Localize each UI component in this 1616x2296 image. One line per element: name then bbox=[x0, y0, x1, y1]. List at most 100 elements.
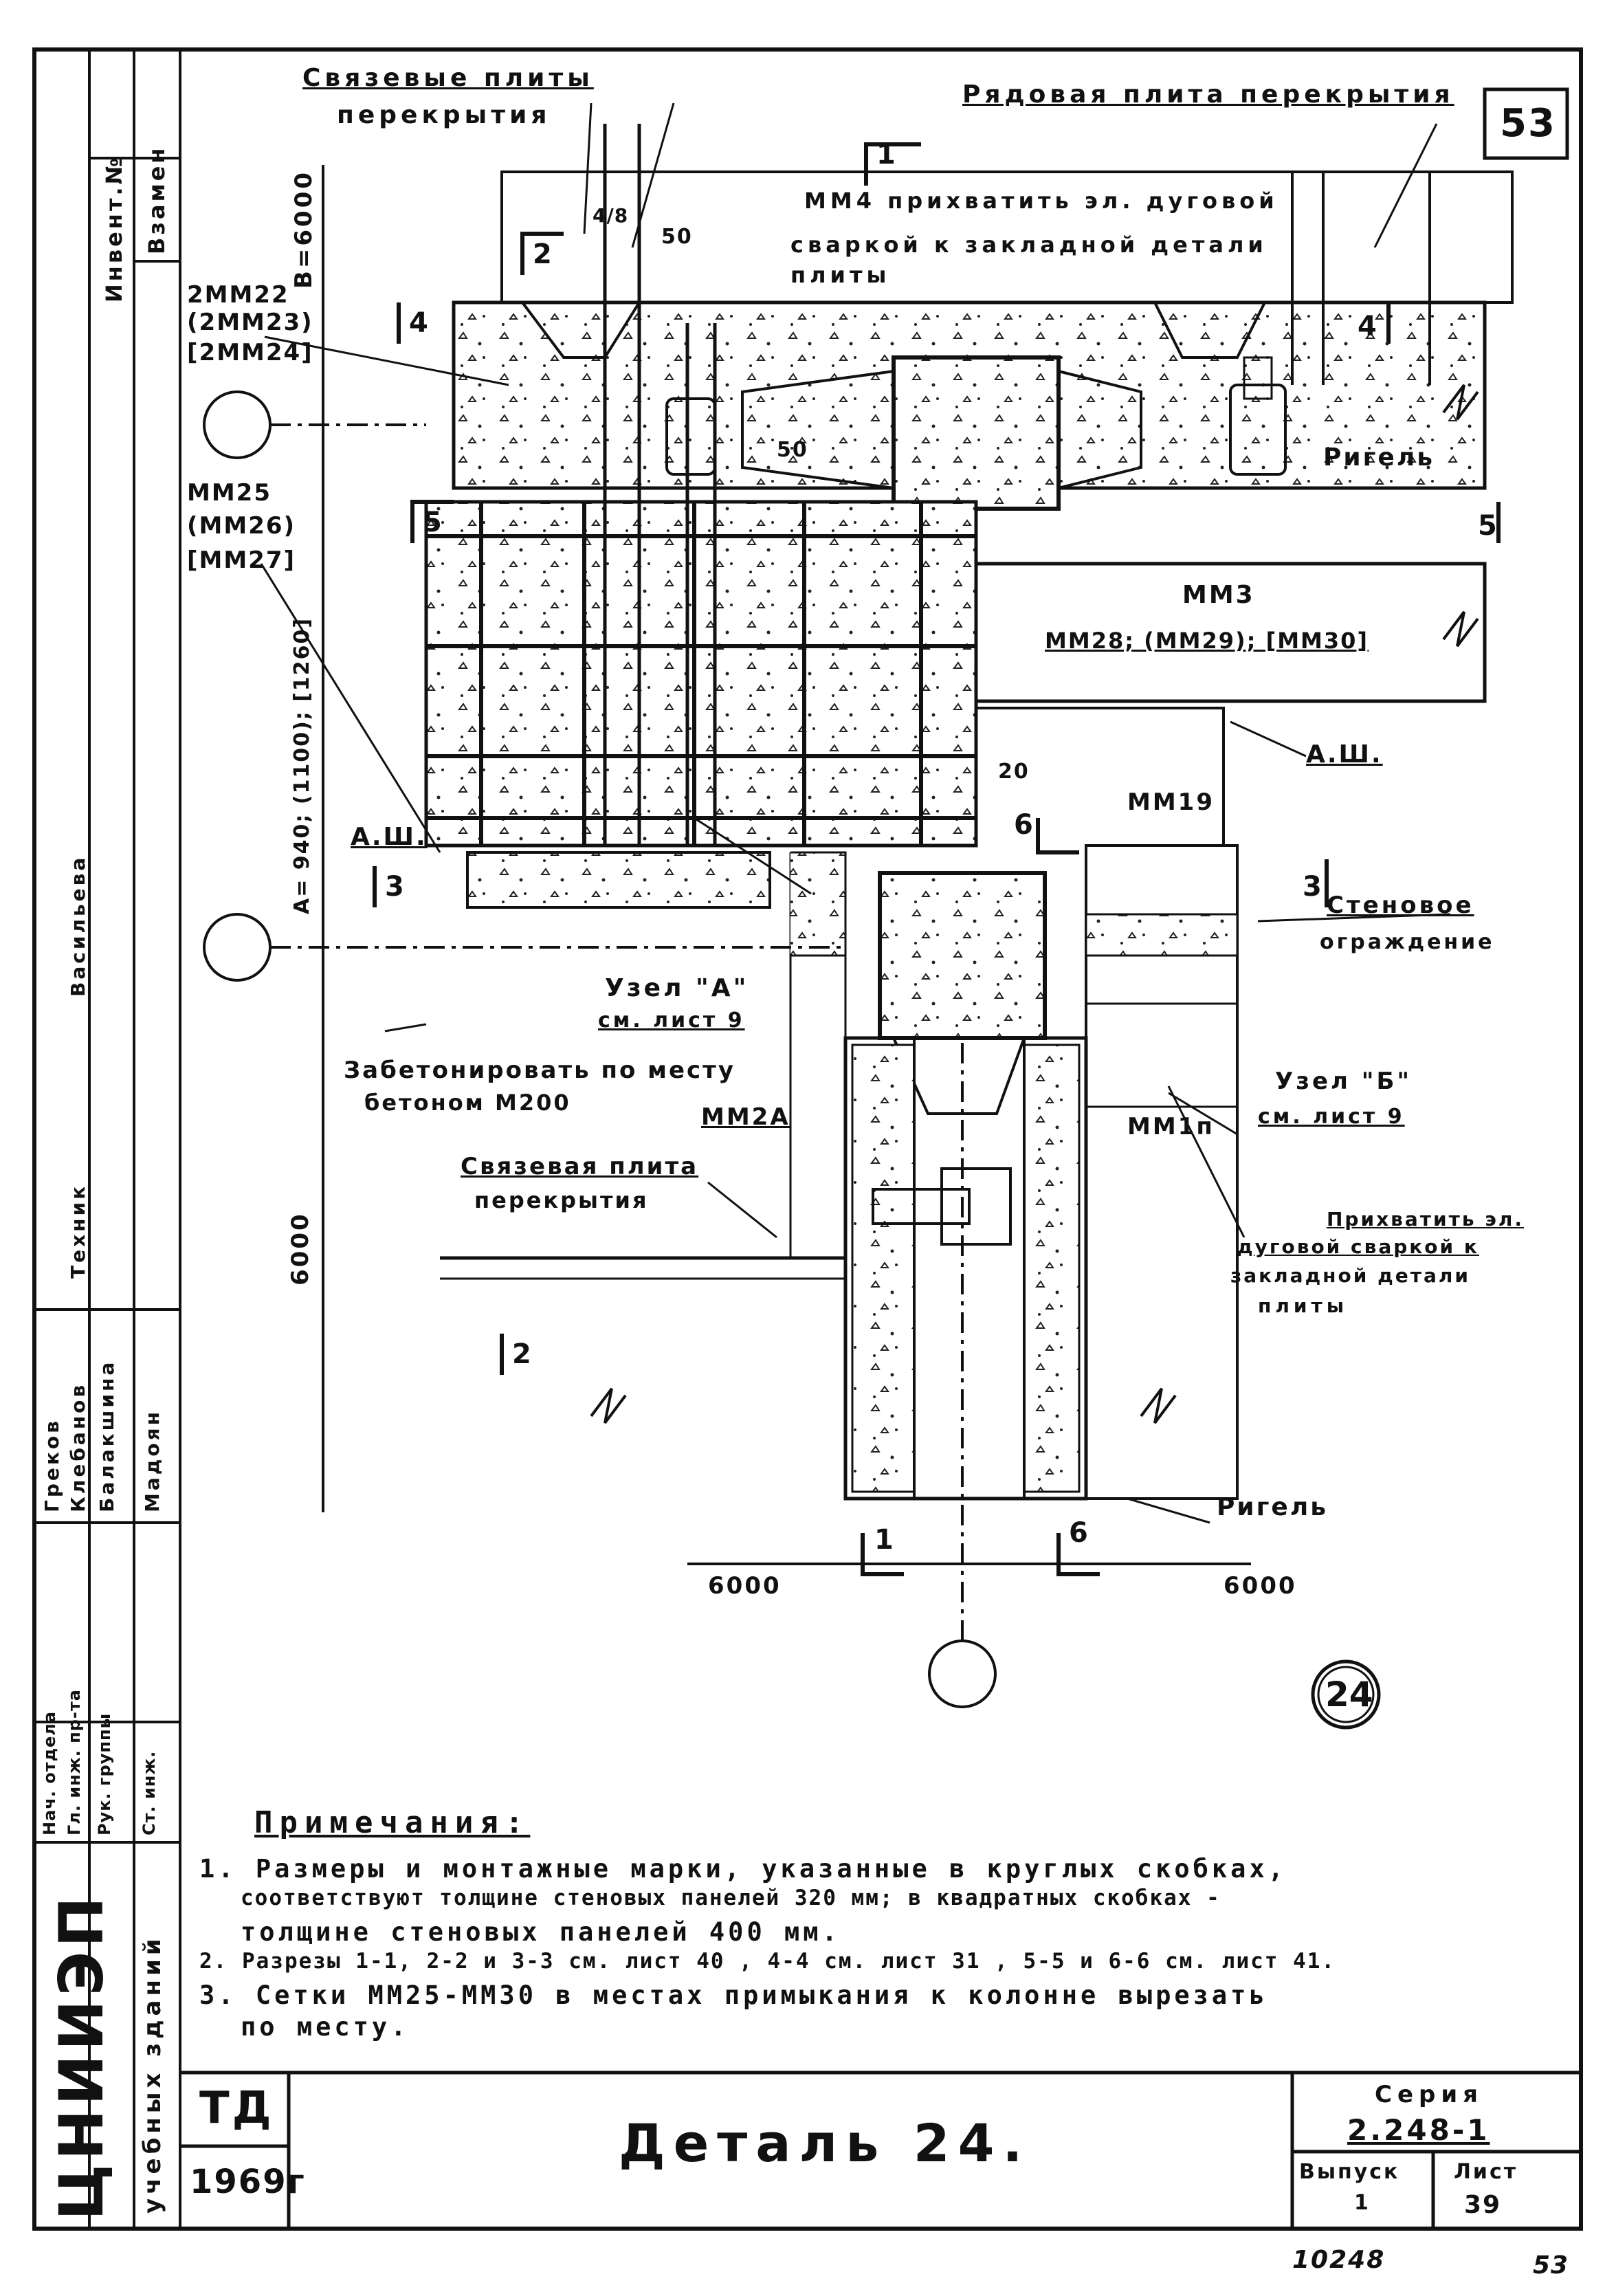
label-svyaz-plita-lower-2: перекрытия bbox=[474, 1187, 649, 1213]
label-zabeton-1: Забетонировать по месту bbox=[344, 1057, 736, 1084]
note-2: 2. Разрезы 1-1, 2-2 и 3-3 см. лист 40 , … bbox=[199, 1949, 1336, 1974]
note-3-line-2: по месту. bbox=[241, 2012, 410, 2042]
label-mm3: ММ3 bbox=[1182, 581, 1255, 609]
title-list-value: 39 bbox=[1464, 2191, 1502, 2219]
section-2-bottom: 2 bbox=[512, 1338, 535, 1370]
label-mm28: ММ28; (ММ29); [ММ30] bbox=[1045, 628, 1369, 654]
title-list-label: Лист bbox=[1454, 2160, 1518, 2184]
sidebar-tehnik: Техник bbox=[67, 1183, 89, 1279]
leader-lines bbox=[260, 102, 1451, 1524]
mesh-slab bbox=[424, 500, 978, 848]
notes-heading: Примечания: bbox=[254, 1805, 531, 1840]
title-series-label: Серия bbox=[1375, 2081, 1484, 2108]
axis-circle-top bbox=[203, 390, 272, 459]
sidebar-invent: Инвент.№ bbox=[101, 155, 127, 302]
label-uzel-b-1: Узел "Б" bbox=[1275, 1068, 1413, 1095]
title-year: 1969г bbox=[190, 2163, 306, 2201]
column-bottom bbox=[878, 871, 1047, 1040]
section-4-right: 4 bbox=[1358, 311, 1381, 342]
detail-circle-number: 24 bbox=[1325, 1675, 1373, 1714]
note-1-line-2: соответствуют толщине стеновых панелей 3… bbox=[241, 1886, 1221, 1910]
axis-circle-bottom bbox=[928, 1640, 997, 1708]
label-mm25: ММ25 bbox=[187, 479, 272, 507]
sidebar-name-2: Балакшина bbox=[96, 1359, 118, 1512]
label-uzel-a-1: Узел "А" bbox=[605, 974, 749, 1002]
title-vypusk-value: 1 bbox=[1354, 2191, 1373, 2215]
sidebar-role-1: Гл. инж. пр-та bbox=[65, 1689, 84, 1835]
label-mm4-note-2: сваркой к закладной детали bbox=[790, 232, 1268, 258]
label-mm23: (2ММ23) bbox=[187, 309, 313, 336]
label-dim-20: 20 bbox=[998, 760, 1030, 784]
label-svyaz-plity-2: перекрытия bbox=[337, 101, 551, 129]
label-stenovoe-1: Стеновое bbox=[1327, 892, 1474, 919]
sidebar-role-0: Нач. отдела bbox=[40, 1710, 59, 1835]
floor-slab-plan bbox=[424, 124, 1514, 1501]
section-1-top: 1 bbox=[876, 139, 900, 170]
section-2-top: 2 bbox=[533, 239, 556, 270]
axis-circle-mid bbox=[203, 913, 272, 982]
section-5-right: 5 bbox=[1478, 510, 1501, 542]
outer-frame bbox=[32, 47, 1583, 2231]
sidebar-name-1: Клебанов bbox=[67, 1382, 89, 1512]
sidebar-tehnik-name: Васильева bbox=[67, 854, 89, 997]
sheet-number-box bbox=[1483, 87, 1569, 160]
sidebar-vzamen: Взамен bbox=[144, 145, 170, 254]
label-mm19: ММ19 bbox=[1127, 788, 1215, 816]
title-vypusk-label: Выпуск bbox=[1299, 2160, 1400, 2184]
sidebar-role-3: Ст. инж. bbox=[140, 1750, 159, 1835]
grid-axes bbox=[203, 165, 1251, 1708]
label-dim-50-mid: 50 bbox=[777, 438, 808, 462]
label-rigel-bottom: Ригель bbox=[1217, 1493, 1328, 1521]
title-main: Деталь 24. bbox=[619, 2112, 1031, 2174]
label-mm4-note-1: ММ4 прихватить эл. дуговой bbox=[804, 188, 1279, 214]
title-td: ТД bbox=[199, 2083, 274, 2134]
label-svyaz-plity-1: Связевые плиты bbox=[302, 64, 594, 92]
note-3-line-1: 3. Сетки ММ25-ММ30 в местах примыкания к… bbox=[199, 1980, 1268, 2010]
section-4-8: 4/8 bbox=[593, 204, 629, 227]
label-mm1p: ММ1п bbox=[1127, 1113, 1215, 1140]
sidebar-frame bbox=[34, 49, 181, 2227]
bottom-page: 53 bbox=[1533, 2251, 1569, 2280]
label-mm2a: ММ2А bbox=[701, 1103, 790, 1131]
label-dim-6000-bottom-right: 6000 bbox=[1224, 1572, 1297, 1600]
section-3-left: 3 bbox=[385, 871, 408, 903]
sidebar-role-2: Рук. группы bbox=[95, 1712, 114, 1835]
label-prihvat-1: Прихватить эл. bbox=[1327, 1208, 1525, 1230]
label-mm26: (ММ26) bbox=[187, 512, 296, 540]
section-5-left: 5 bbox=[423, 507, 446, 538]
sidebar-org-sub: учебных зданий bbox=[139, 1934, 166, 2214]
bottom-number: 10248 bbox=[1292, 2246, 1386, 2274]
section-4-left: 4 bbox=[409, 307, 432, 339]
section-6-bottom: 6 bbox=[1069, 1517, 1092, 1549]
label-uzel-b-2: см. лист 9 bbox=[1258, 1105, 1405, 1129]
label-uzel-a-2: см. лист 9 bbox=[598, 1008, 745, 1033]
label-dim-6000-left: 6000 bbox=[287, 1212, 314, 1285]
sidebar-name-0: Греков bbox=[41, 1418, 63, 1512]
label-stenovoe-2: ограждение bbox=[1320, 930, 1495, 954]
sidebar-org: ЦНИИЭП bbox=[46, 1892, 117, 2220]
section-1-bottom: 1 bbox=[874, 1524, 898, 1556]
label-rigel-top: Ригель bbox=[1323, 443, 1435, 472]
label-svyaz-plita-lower-1: Связевая плита bbox=[461, 1153, 699, 1180]
label-a-sh-right: А.Ш. bbox=[1306, 740, 1383, 769]
column-top bbox=[892, 355, 1061, 511]
label-prihvat-2: дуговой сваркой к bbox=[1237, 1235, 1479, 1258]
label-ryadovaya-plita: Рядовая плита перекрытия bbox=[962, 80, 1454, 109]
sidebar-name-3: Мадоян bbox=[141, 1409, 164, 1512]
note-1-line-3: толщине стеновых панелей 400 мм. bbox=[241, 1917, 841, 1947]
label-mm4-note-3: плиты bbox=[790, 262, 891, 288]
label-mm22: 2ММ22 bbox=[187, 281, 289, 309]
label-dim-6000-bottom-left: 6000 bbox=[708, 1572, 782, 1600]
note-1-line-1: 1. Размеры и монтажные марки, указанные … bbox=[199, 1854, 1287, 1884]
section-markers bbox=[373, 142, 1501, 1576]
label-prihvat-4: плиты bbox=[1258, 1294, 1349, 1317]
sheet-number: 53 bbox=[1500, 101, 1556, 146]
title-series-value: 2.248-1 bbox=[1347, 2113, 1490, 2147]
label-a-sh-left: А.Ш. bbox=[351, 823, 428, 851]
section-6-top: 6 bbox=[1014, 809, 1037, 841]
section-3-right: 3 bbox=[1303, 871, 1326, 903]
label-b-dim: В=6000 bbox=[290, 169, 318, 289]
label-mm24: [2ММ24] bbox=[187, 339, 313, 366]
detail-number-circle bbox=[1311, 1659, 1381, 1730]
